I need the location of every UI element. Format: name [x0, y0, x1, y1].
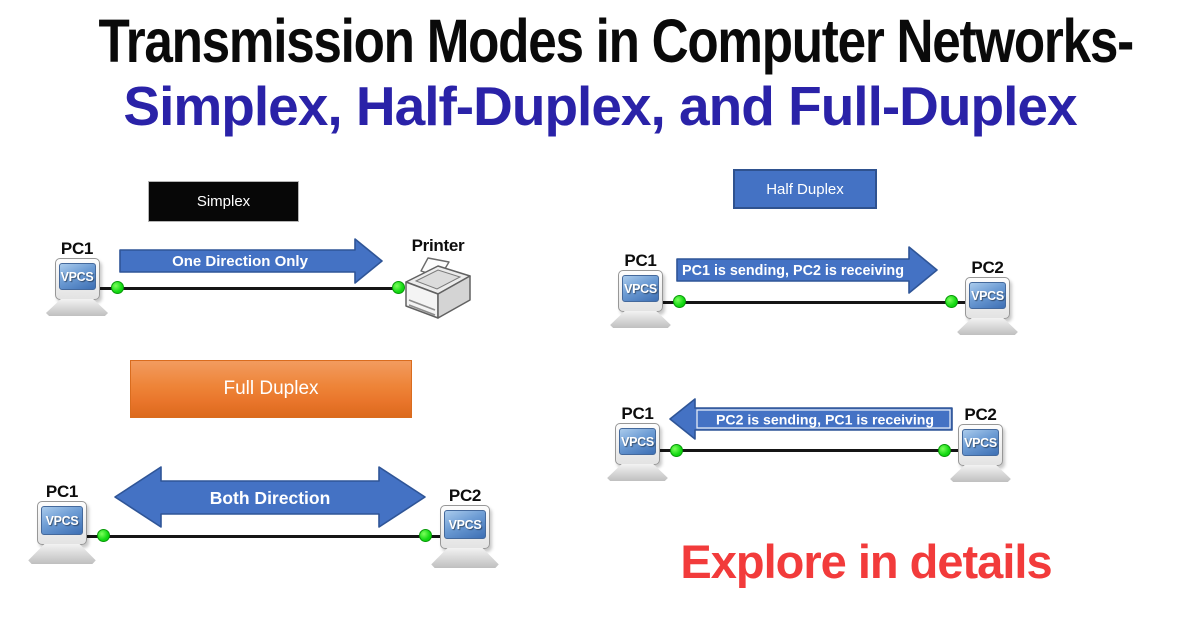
simplex-arrow-text: One Direction Only — [172, 253, 309, 270]
page-title: Transmission Modes in Computer Networks- — [0, 6, 1200, 76]
pc2-label: PC2 — [971, 258, 1004, 277]
pc2-node: PC2 VPCS — [431, 486, 499, 568]
pc1-node: PC1 VPCS — [28, 482, 96, 564]
printer-label: Printer — [411, 236, 465, 255]
computer-icon: VPCS — [965, 277, 1010, 319]
vpcs-screen-label: VPCS — [41, 506, 83, 535]
full-duplex-wire — [87, 535, 440, 538]
vpcs-screen-label: VPCS — [58, 263, 96, 290]
link-dot-icon — [938, 444, 951, 457]
left-arrow-icon: PC2 is sending, PC1 is receiving — [669, 398, 953, 440]
page-subtitle: Simplex, Half-Duplex, and Full-Duplex — [0, 74, 1200, 138]
cta-text: Explore in details — [680, 535, 1052, 588]
vpcs-screen-label: VPCS — [619, 428, 656, 455]
pc2-label: PC2 — [448, 486, 482, 505]
pc1-node: PC1 VPCS — [607, 404, 668, 481]
pc1-label: PC1 — [45, 482, 79, 501]
computer-stand — [950, 465, 1011, 482]
half-duplex-label-box: Half Duplex — [733, 169, 877, 209]
computer-stand — [607, 464, 668, 481]
vpcs-screen-label: VPCS — [962, 429, 999, 456]
full-duplex-label-box: Full Duplex — [130, 360, 412, 418]
pc2-node: PC2 VPCS — [957, 258, 1018, 335]
full-duplex-arrow-text: Both Direction — [210, 488, 331, 508]
vpcs-screen-label: VPCS — [444, 510, 486, 539]
computer-stand — [45, 299, 109, 316]
computer-icon: VPCS — [958, 424, 1003, 466]
link-dot-icon — [111, 281, 124, 294]
computer-stand — [28, 544, 96, 564]
full-duplex-label: Full Duplex — [223, 378, 319, 399]
computer-icon: VPCS — [618, 270, 663, 312]
vpcs-screen-label: VPCS — [622, 275, 659, 302]
computer-icon: VPCS — [615, 423, 660, 465]
double-arrow-icon: Both Direction — [114, 466, 426, 528]
computer-icon: VPCS — [440, 505, 490, 549]
computer-stand — [431, 548, 499, 568]
half-duplex-arrow1-text: PC1 is sending, PC2 is receiving — [682, 262, 904, 279]
right-arrow-icon: One Direction Only — [119, 238, 383, 284]
computer-stand — [610, 311, 671, 328]
simplex-label-box: Simplex — [148, 181, 299, 222]
half-duplex-wire-2 — [660, 449, 958, 452]
pc1-node: PC1 VPCS — [45, 239, 109, 316]
printer-icon — [405, 257, 471, 319]
simplex-wire — [100, 287, 402, 290]
computer-icon: VPCS — [37, 501, 87, 545]
page-title-text: Transmission Modes in Computer Networks- — [98, 7, 1135, 75]
link-dot-icon — [945, 295, 958, 308]
computer-stand — [957, 318, 1018, 335]
link-dot-icon — [670, 444, 683, 457]
pc2-node: PC2 VPCS — [950, 405, 1011, 482]
pc2-label: PC2 — [964, 405, 997, 424]
pc1-label: PC1 — [621, 404, 654, 423]
vpcs-screen-label: VPCS — [969, 282, 1006, 309]
page-subtitle-text: Simplex, Half-Duplex, and Full-Duplex — [123, 75, 1077, 137]
half-duplex-wire-1 — [662, 301, 965, 304]
half-duplex-arrow2-text: PC2 is sending, PC1 is receiving — [716, 412, 934, 428]
pc1-node: PC1 VPCS — [610, 251, 671, 328]
link-dot-icon — [97, 529, 110, 542]
link-dot-icon — [392, 281, 405, 294]
pc1-label: PC1 — [60, 239, 94, 258]
half-duplex-label: Half Duplex — [766, 180, 844, 198]
right-arrow-icon: PC1 is sending, PC2 is receiving — [676, 246, 938, 294]
pc1-label: PC1 — [624, 251, 657, 270]
link-dot-icon — [419, 529, 432, 542]
printer-node: Printer — [401, 237, 475, 322]
computer-icon: VPCS — [54, 258, 100, 300]
link-dot-icon — [673, 295, 686, 308]
simplex-label: Simplex — [196, 193, 251, 210]
